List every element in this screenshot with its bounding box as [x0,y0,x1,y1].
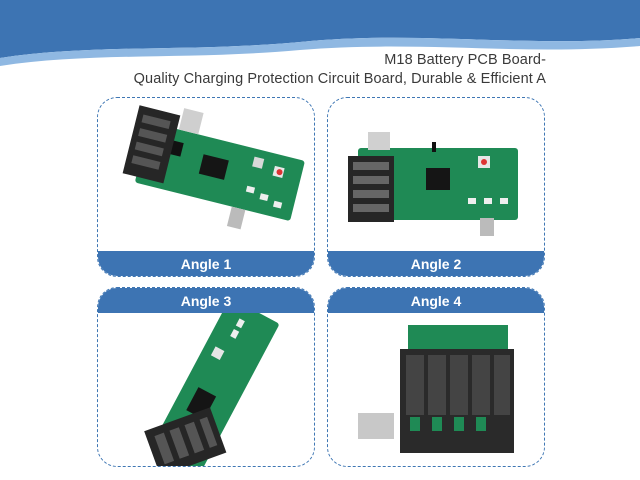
angle-3-pcb-photo [144,313,279,466]
angle-4-pcb-photo [358,325,514,453]
angle-4-card: Angle 4 [327,287,545,467]
angle-2-card: Angle 2 [327,97,545,277]
angle-2-label: Angle 2 [328,251,544,276]
angle-1-pcb-photo [122,105,305,230]
angle-1-card: Angle 1 [97,97,315,277]
product-title-line-2: Quality Charging Protection Circuit Boar… [133,71,546,87]
angle-1-label: Angle 1 [98,251,314,276]
product-title-line-1: M18 Battery PCB Board- [384,52,546,68]
angle-2-pcb-photo [348,132,518,236]
angle-3-card: Angle 3 [97,287,315,467]
header-wave-banner [0,0,640,66]
angle-3-label: Angle 3 [98,288,314,313]
angle-4-label: Angle 4 [328,288,544,313]
